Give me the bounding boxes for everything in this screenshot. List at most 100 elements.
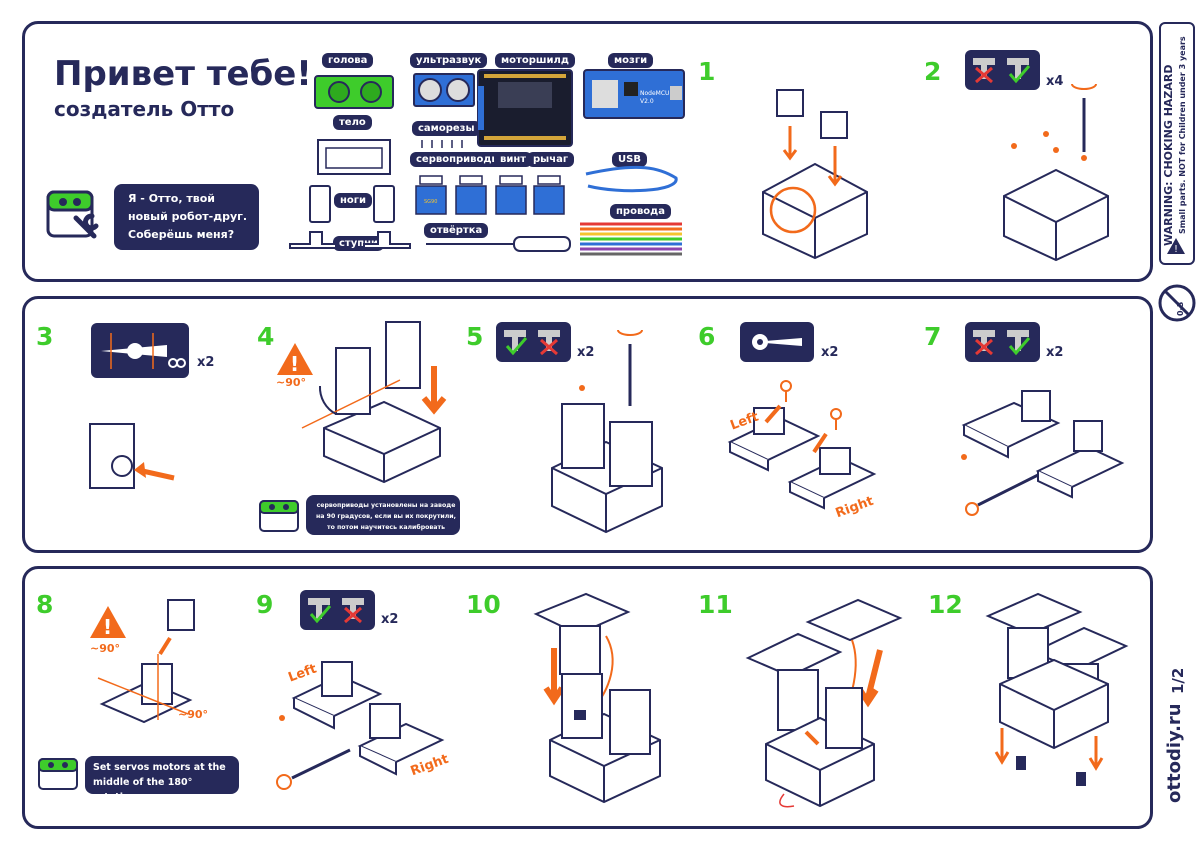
otto-speech-bubble: Я - Отто, твой новый робот-друг. Соберёш… [114, 184, 259, 250]
site-url: ottodiy.ru [1164, 703, 1185, 803]
screw-no-icon [538, 330, 560, 356]
step9-illustration [276, 661, 445, 790]
page-number: 1/2 [1169, 667, 1187, 694]
board-label-2: V2.0 [640, 98, 654, 105]
part-label-servos: сервоприводы [410, 152, 507, 167]
note-line: на 90 градусов, если вы их покрутили, [316, 513, 456, 520]
screw-type-badge [965, 322, 1040, 362]
screw-type-badge [496, 322, 571, 362]
otto-robot-icon [259, 500, 299, 532]
screws-illustration [421, 140, 463, 148]
step-number: 12 [928, 590, 963, 619]
screw-type-badge [965, 50, 1040, 90]
step11-illustration [745, 598, 903, 808]
screw-type-badge [300, 590, 375, 630]
warning-text: Small parts. NOT for Children under 3 ye… [1178, 36, 1187, 234]
board-label-1: NodeMCU [640, 90, 670, 97]
speech-line: Соберёшь меня? [128, 228, 235, 241]
feet-part-illustration [289, 231, 411, 249]
servo-motors-illustration [415, 175, 565, 215]
screw-no-icon [973, 58, 995, 84]
speech-line: новый робот-друг. [128, 210, 248, 223]
ultrasonic-sensor-illustration [413, 73, 475, 107]
note-line: middle of the 180° rotation. [93, 777, 193, 803]
angle-label: ~90° [276, 376, 307, 389]
servo-note-bubble: сервоприводы установлены на заводе на 90… [306, 495, 460, 535]
angle-label: ~90° [90, 642, 121, 655]
servo-note-bubble: Set servos motors at the middle of the 1… [85, 756, 239, 803]
step12-illustration [985, 592, 1129, 786]
part-label-usb: USB [612, 152, 647, 167]
usb-cable-illustration [585, 165, 678, 193]
svg-text:!: ! [1174, 244, 1178, 255]
screw-yes-icon [504, 330, 528, 356]
part-label-motor-shield: моторшилд [495, 53, 575, 68]
step1-illustration [762, 89, 868, 260]
motor-shield-illustration [477, 69, 573, 147]
step-number: 5 [466, 322, 484, 351]
part-label-legs: ноги [334, 193, 373, 208]
step8-illustration [97, 599, 195, 724]
step-number: 10 [466, 590, 501, 619]
step-multiplier: x2 [577, 345, 595, 360]
step6-illustration [727, 380, 877, 510]
screw-no-icon [973, 330, 995, 356]
part-label-brains: мозги [608, 53, 654, 68]
part-label-screwdriver: отвёртка [424, 223, 489, 238]
angle-label: ~90° [178, 708, 209, 721]
step5-illustration [551, 329, 663, 534]
servo-label: SG90 [424, 199, 438, 205]
step4-illustration [301, 321, 447, 484]
screw-yes-icon [1007, 330, 1031, 356]
legs-part-illustration [309, 185, 395, 223]
step-number: 11 [698, 590, 733, 619]
body-part-illustration [317, 139, 391, 175]
part-label-ultrasonic: ультразвук [410, 53, 488, 68]
part-label-wires: провода [610, 204, 671, 219]
screw-yes-icon [1007, 58, 1031, 84]
page-subtitle: создатель Отто [54, 97, 235, 121]
step7-illustration [961, 390, 1125, 516]
step-multiplier: x2 [381, 612, 399, 627]
step-number: 2 [924, 57, 942, 86]
step2-illustration [1003, 83, 1109, 262]
step-multiplier: x4 [1046, 74, 1064, 89]
step3-illustration [89, 423, 175, 489]
step-number: 6 [698, 322, 716, 351]
otto-wrench-icon [46, 190, 99, 239]
speech-line: Я - Отто, твой [128, 192, 215, 205]
step-number: 1 [698, 57, 716, 86]
step-number: 9 [256, 590, 274, 619]
step-multiplier: x2 [821, 345, 839, 360]
age-label: 0-3 [1176, 301, 1185, 316]
part-label-body: тело [333, 115, 372, 130]
servo-horn-scissors-icon [101, 333, 186, 369]
part-label-lever: рычаг [527, 152, 575, 167]
screw-no-icon [342, 598, 364, 624]
servo-horn-icon [752, 334, 802, 350]
part-label-head: голова [322, 53, 374, 68]
warning-triangle-icon: ! [1167, 238, 1185, 255]
step10-illustration [533, 592, 661, 804]
step-multiplier: x2 [197, 355, 215, 370]
nodemcu-board-illustration [583, 69, 685, 119]
servo-horn-cut-badge [91, 323, 189, 378]
warning-title: WARNING: CHOKING HAZARD [1162, 64, 1175, 246]
step-multiplier: x2 [1046, 345, 1064, 360]
note-line: сервоприводы установлены на заводе [316, 502, 456, 509]
screwdriver-illustration [426, 236, 571, 252]
part-label-screws: саморезы [412, 121, 481, 136]
step-number: 8 [36, 590, 54, 619]
part-label-screw: винт [494, 152, 533, 167]
svg-text:!: ! [290, 352, 299, 376]
otto-robot-icon [38, 758, 78, 790]
step-number: 4 [257, 322, 275, 351]
step-number: 7 [924, 322, 942, 351]
step-number: 3 [36, 322, 54, 351]
head-part-illustration [314, 75, 394, 109]
note-line: то потом научитесь калибровать [327, 524, 445, 531]
warning-triangle-icon: ! [277, 343, 313, 376]
svg-text:!: ! [103, 615, 112, 639]
servo-horn-badge [740, 322, 814, 362]
page-title: Привет тебе! [54, 54, 312, 94]
